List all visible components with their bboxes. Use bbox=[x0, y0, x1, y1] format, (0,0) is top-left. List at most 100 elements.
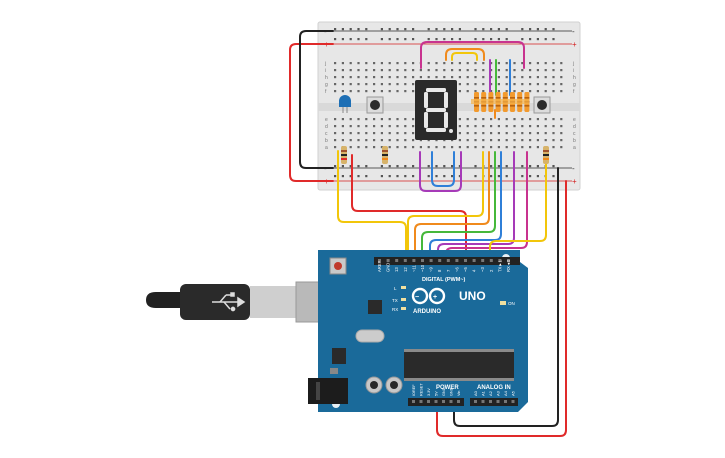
digital-pin-label: GND bbox=[386, 263, 391, 272]
push-button-left bbox=[366, 96, 384, 114]
segment bbox=[426, 88, 446, 92]
led-on-label: ON bbox=[508, 301, 515, 306]
digital-pin-label: TX►1 bbox=[497, 260, 502, 272]
digital-pin-label: 8 bbox=[437, 269, 442, 272]
segment bbox=[424, 112, 428, 128]
usb-chip bbox=[368, 300, 382, 314]
digital-pin-label: 4 bbox=[472, 269, 477, 272]
usb-symbol-icon bbox=[212, 292, 246, 312]
resistor-button-right bbox=[543, 146, 549, 164]
analog-pin-label: A2 bbox=[488, 390, 493, 396]
power-jack bbox=[308, 378, 348, 404]
digital-pin-label: ~10 bbox=[420, 264, 425, 272]
wire-red-button-left bbox=[351, 154, 467, 259]
led-rx-label: RX bbox=[392, 307, 398, 312]
wire-black-right-gnd bbox=[453, 167, 559, 427]
analog-pin-label: A3 bbox=[496, 390, 501, 396]
row-letter: h bbox=[573, 75, 576, 81]
row-letter: g bbox=[325, 82, 328, 88]
row-letter: c bbox=[573, 131, 576, 137]
digital-pin-label: ~6 bbox=[454, 267, 459, 272]
analog-pin-label: A0 bbox=[473, 390, 478, 396]
led-l-label: L bbox=[394, 286, 397, 291]
segment bbox=[444, 112, 448, 128]
wire-blue-d10 bbox=[429, 151, 502, 259]
rail-sign-plus-top-right: + bbox=[572, 40, 577, 49]
blue-led bbox=[339, 95, 351, 113]
rail-sign-minus-top-right: - bbox=[572, 27, 575, 36]
regulator bbox=[332, 348, 346, 364]
digital-pin-label: ~11 bbox=[411, 265, 416, 272]
row-letter: b bbox=[325, 138, 328, 144]
usb-cable bbox=[146, 281, 341, 323]
wire-orange-d12 bbox=[414, 151, 490, 259]
digital-pin-label: 13 bbox=[394, 267, 399, 272]
power-pin-label: 3.3V bbox=[427, 388, 431, 396]
segment bbox=[426, 108, 446, 112]
row-letter: j bbox=[572, 61, 574, 67]
wire-magenta-top-arch bbox=[420, 41, 525, 69]
digital-pin-label: 7 bbox=[446, 269, 451, 272]
row-letter: a bbox=[325, 145, 328, 151]
row-letter: b bbox=[573, 138, 576, 144]
rail-sign-minus-bottom-right: - bbox=[572, 164, 575, 173]
row-letter: e bbox=[325, 117, 328, 123]
segment bbox=[426, 128, 446, 132]
digital-pin-label: ~9 bbox=[429, 267, 434, 272]
row-letter: c bbox=[325, 131, 328, 137]
analog-pin-label: A4 bbox=[503, 390, 508, 396]
resistor-array bbox=[471, 92, 530, 112]
seven-segment-display bbox=[415, 80, 457, 140]
wire-purple-seg bbox=[419, 151, 462, 192]
segment bbox=[424, 92, 428, 108]
arduino-infinity-logo-icon bbox=[411, 287, 446, 305]
analog-pin-label: A5 bbox=[511, 390, 516, 396]
row-letter: j bbox=[324, 61, 326, 67]
power-pin-label: 5V bbox=[435, 391, 439, 396]
atmega-chip bbox=[404, 352, 514, 378]
digital-pin-label: RX◄0 bbox=[506, 259, 511, 272]
row-letter: g bbox=[573, 82, 576, 88]
crystal bbox=[355, 329, 385, 343]
analog-header-label: ANALOG IN bbox=[477, 385, 511, 391]
rail-sign-plus-bottom-right: + bbox=[572, 177, 577, 186]
digital-pin-label: ~5 bbox=[463, 267, 468, 272]
wire-red-right-5v bbox=[436, 180, 567, 437]
wire-yellow-d2 bbox=[489, 154, 547, 259]
brand-label: ARDUINO bbox=[413, 309, 441, 315]
power-pin-label: RESET bbox=[420, 383, 424, 396]
push-button-right bbox=[533, 96, 551, 114]
svg-text:−: − bbox=[415, 294, 419, 301]
wire-yellow-button-left bbox=[337, 150, 407, 277]
power-pin-label: IOREF bbox=[412, 384, 416, 396]
wire-red-rail-top bbox=[289, 43, 334, 182]
model-label: UNO bbox=[459, 289, 486, 303]
digital-pin-label: ~3 bbox=[480, 267, 485, 272]
row-letter: i bbox=[573, 68, 574, 74]
power-pin-label: Vin bbox=[457, 391, 461, 396]
power-pin-label: GND bbox=[450, 387, 454, 396]
digital-pin-label: 12 bbox=[403, 267, 408, 272]
row-letter: d bbox=[325, 124, 328, 130]
resistor-button-left bbox=[382, 146, 388, 164]
digital-header-label: DIGITAL (PWM~) bbox=[422, 277, 466, 283]
led-tx-label: TX bbox=[392, 298, 398, 303]
svg-text:+: + bbox=[433, 294, 437, 301]
analog-pin-label: A1 bbox=[481, 390, 486, 396]
row-letter: f bbox=[325, 89, 327, 95]
segment bbox=[444, 92, 448, 108]
row-letter: a bbox=[573, 145, 576, 151]
wire-black-rail-top bbox=[299, 30, 334, 169]
row-letter: f bbox=[573, 89, 575, 95]
wire-yellow-d13 bbox=[407, 151, 484, 259]
power-pin-label: GND bbox=[442, 387, 446, 396]
power-header-label: POWER bbox=[436, 385, 459, 391]
resistor-led bbox=[341, 146, 347, 164]
wire-blue-seg bbox=[431, 151, 455, 187]
row-letter: h bbox=[325, 75, 328, 81]
row-letter: e bbox=[573, 117, 576, 123]
row-letter: i bbox=[325, 68, 326, 74]
wire-orange-top-arch bbox=[445, 48, 485, 61]
